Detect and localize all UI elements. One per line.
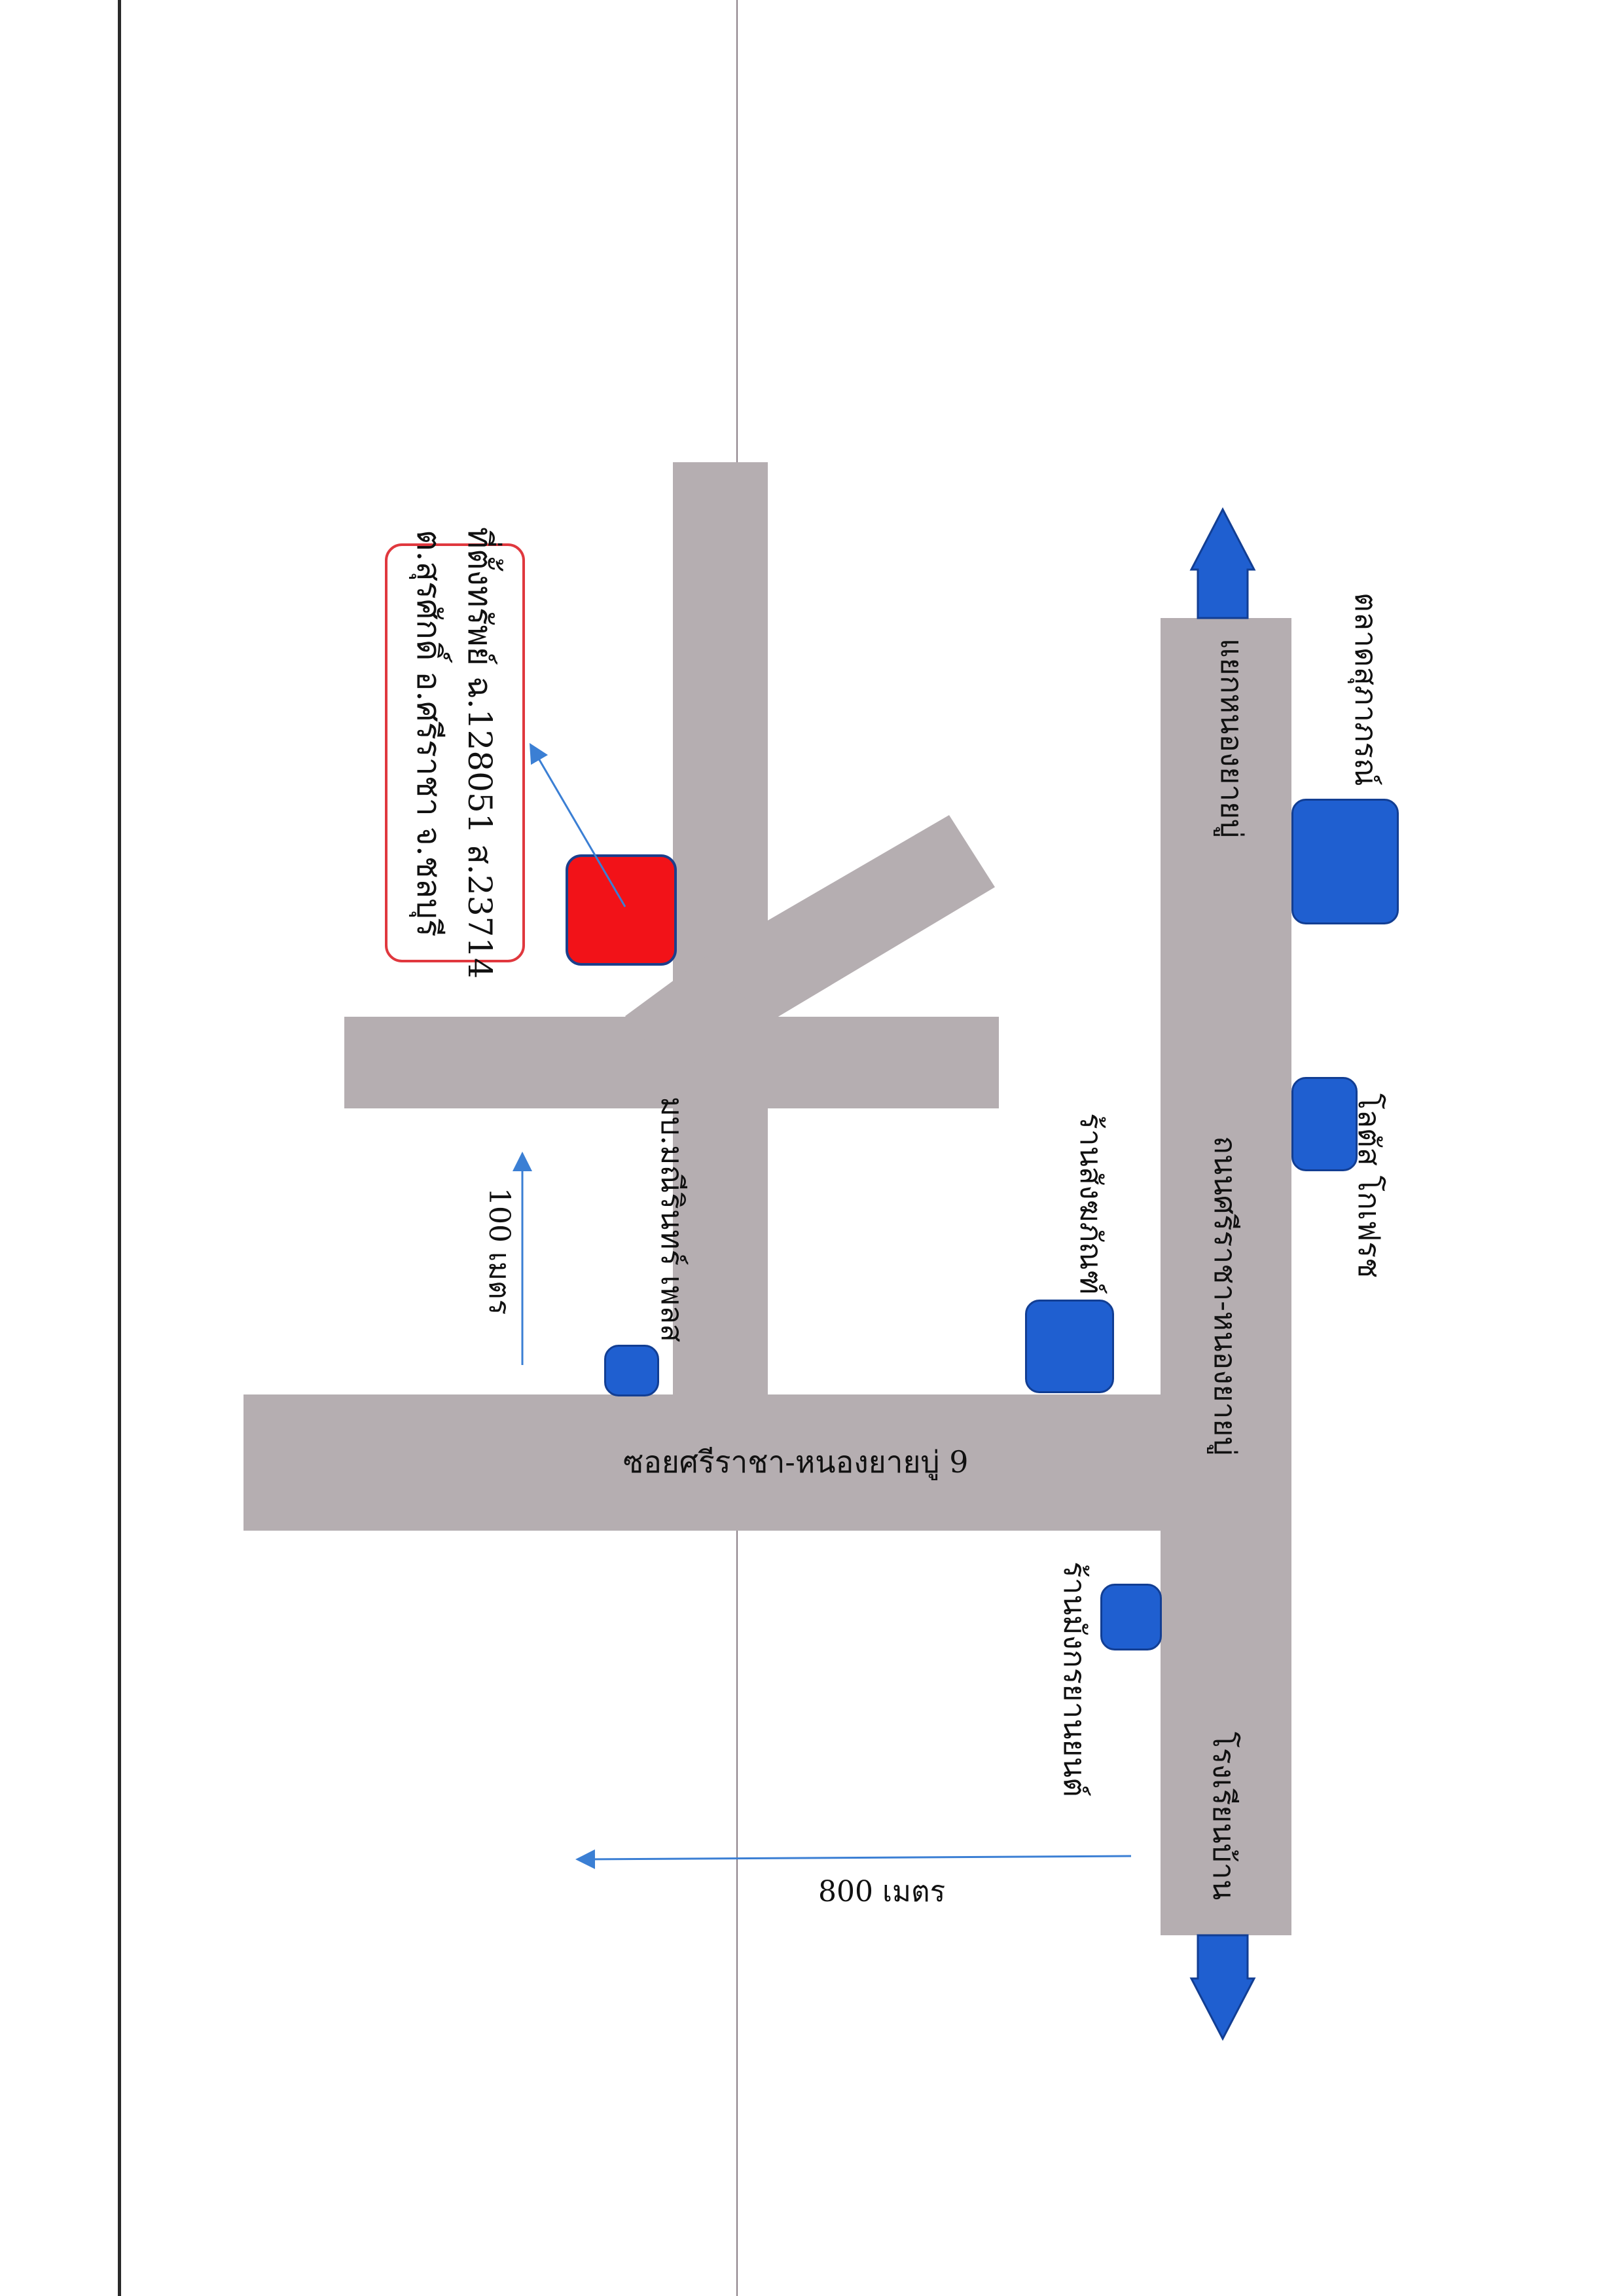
shop-sangkhaphan-marker <box>1025 1300 1114 1393</box>
lotus-label: โลตัส โกเฟรช <box>1352 1093 1387 1279</box>
scan-edge-line <box>118 0 121 2296</box>
school-label: โรงเรียนบ้าน <box>1206 1732 1242 1901</box>
fresh-market-label: ตลาดสุภาภรณ์ <box>1348 592 1384 786</box>
village-marker <box>604 1345 659 1396</box>
fresh-market-marker <box>1291 799 1399 924</box>
car-parts-shop-label: ร้านมังกรยานยนต์ <box>1057 1561 1092 1797</box>
soi-road-label: ซอยศรีราชา-หนองยายบู่ 9 <box>623 1444 969 1480</box>
lotus-marker <box>1291 1077 1358 1171</box>
main-road-label: ถนนศรีราชา-หนองยายบู่ <box>1208 1136 1243 1456</box>
property-marker <box>566 854 677 966</box>
soi-distance-label: 100 เมตร <box>482 1188 516 1315</box>
main-road-distance-label: 800 เมตร <box>818 1875 946 1908</box>
nong-yai-bu-junction-label: แยกหนองยายบู่ <box>1214 638 1250 839</box>
main-road-distance-arrow <box>575 1849 1132 1869</box>
callout-pointer-arrow <box>529 742 626 907</box>
village-label: มบ.มณีรินทร์ เพลส <box>655 1097 690 1343</box>
property-callout-box <box>385 543 525 962</box>
direction-arrow-north <box>1189 507 1256 619</box>
diagonal-road-link <box>625 956 767 1074</box>
car-parts-shop-marker <box>1100 1584 1162 1650</box>
diagonal-road <box>707 815 995 1023</box>
direction-arrow-south <box>1189 1934 1256 2041</box>
shop-sangkhaphan-label: ร้านสังฆภัณฑ์ <box>1073 1113 1109 1295</box>
main-road <box>1161 618 1291 1935</box>
